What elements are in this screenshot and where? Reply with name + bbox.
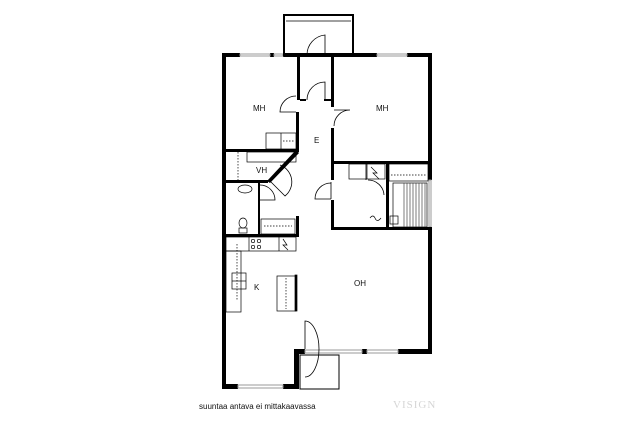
- balconies: [283, 14, 354, 390]
- room-label-wardrobe: VH: [256, 166, 267, 175]
- room-label-bedroom-left: MH: [253, 104, 266, 113]
- windows: [237, 53, 432, 389]
- room-label-kitchen: K: [254, 283, 260, 292]
- scale-note: suuntaa antava ei mittakaavassa: [199, 402, 316, 411]
- room-label-bedroom-right: MH: [376, 104, 389, 113]
- room-label-hall: E: [314, 136, 319, 145]
- fixtures: [225, 132, 429, 313]
- room-label-living-room: OH: [354, 279, 366, 288]
- doors: [259, 34, 385, 378]
- interior-walls: [226, 57, 432, 237]
- watermark-logo: VISIGN: [393, 399, 437, 411]
- room-labels: MH MH E VH K OH: [253, 104, 389, 292]
